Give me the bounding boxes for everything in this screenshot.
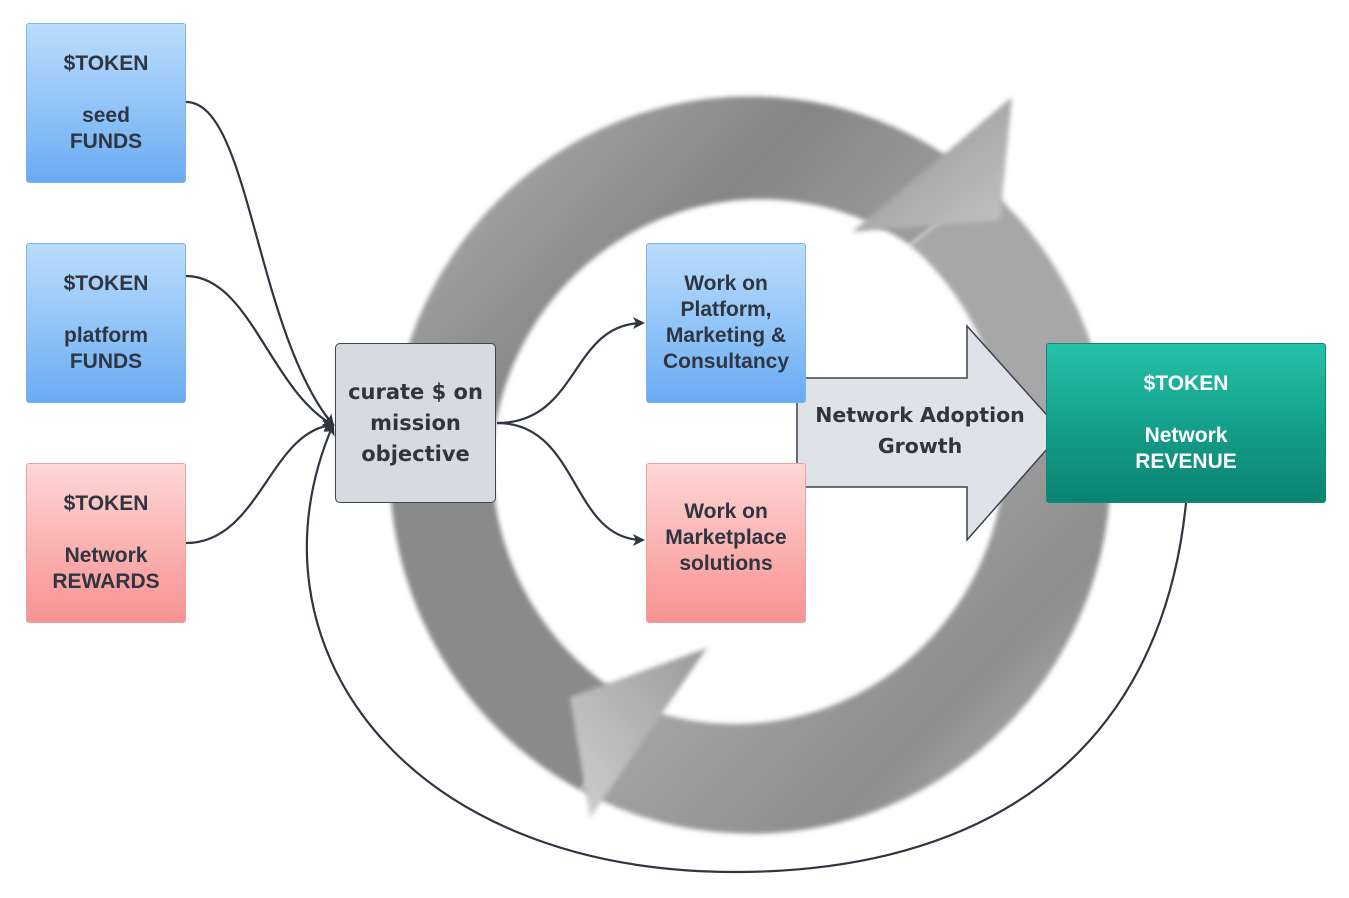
cycle-arrowhead-bottom	[570, 648, 707, 818]
connector-revenue-to-curate	[305, 423, 1188, 874]
growth-line-1: Network Adoption	[815, 403, 1025, 427]
work-marketplace-box: Work on Marketplace solutions	[646, 463, 806, 623]
connector-seed-to-curate	[185, 100, 335, 427]
work-marketplace-line-3: solutions	[679, 552, 773, 575]
growth-line-2: Growth	[877, 434, 963, 458]
seed-funds-line-2: FUNDS	[69, 130, 143, 153]
work-marketplace-line-2: Marketplace	[665, 526, 787, 549]
network-revenue-line-2: REVENUE	[1135, 450, 1237, 473]
growth-arrow-shape	[796, 324, 1064, 542]
network-rewards-title: $TOKEN	[63, 492, 149, 515]
network-revenue-title: $TOKEN	[1143, 372, 1229, 395]
connector-platform-to-curate	[185, 274, 335, 426]
growth-arrow-label: Network Adoption Growth	[805, 400, 1035, 462]
network-rewards-box: $TOKEN Network REWARDS	[26, 463, 186, 623]
connector-curate-to-work-platform	[496, 317, 645, 425]
seed-funds-box: $TOKEN seed FUNDS	[26, 23, 186, 183]
seed-funds-line-1: seed	[82, 104, 130, 127]
curate-line-2: mission	[370, 410, 461, 435]
work-platform-line-3: Marketing &	[665, 324, 787, 347]
work-marketplace-line-1: Work on	[684, 500, 768, 523]
platform-funds-line-1: platform	[64, 324, 148, 347]
network-rewards-line-1: Network	[64, 544, 148, 567]
network-revenue-line-1: Network	[1144, 424, 1228, 447]
curate-line-1: curate $ on	[348, 379, 483, 404]
seed-funds-title: $TOKEN	[63, 52, 149, 75]
work-platform-line-4: Consultancy	[662, 350, 790, 373]
connector-rewards-to-curate	[185, 419, 335, 545]
work-platform-line-2: Platform,	[680, 298, 772, 321]
curate-box: curate $ on mission objective	[335, 343, 496, 503]
work-platform-line-1: Work on	[684, 272, 768, 295]
network-revenue-box: $TOKEN Network REVENUE	[1046, 343, 1326, 503]
platform-funds-line-2: FUNDS	[69, 350, 143, 373]
cycle-ring	[390, 96, 1111, 834]
network-rewards-line-2: REWARDS	[52, 570, 160, 593]
platform-funds-title: $TOKEN	[63, 272, 149, 295]
work-platform-box: Work on Platform, Marketing & Consultanc…	[646, 243, 806, 403]
platform-funds-box: $TOKEN platform FUNDS	[26, 243, 186, 403]
curate-line-3: objective	[361, 441, 470, 466]
connector-curate-to-work-marketplace	[496, 421, 645, 546]
cycle-arrowhead-top	[852, 97, 1012, 232]
